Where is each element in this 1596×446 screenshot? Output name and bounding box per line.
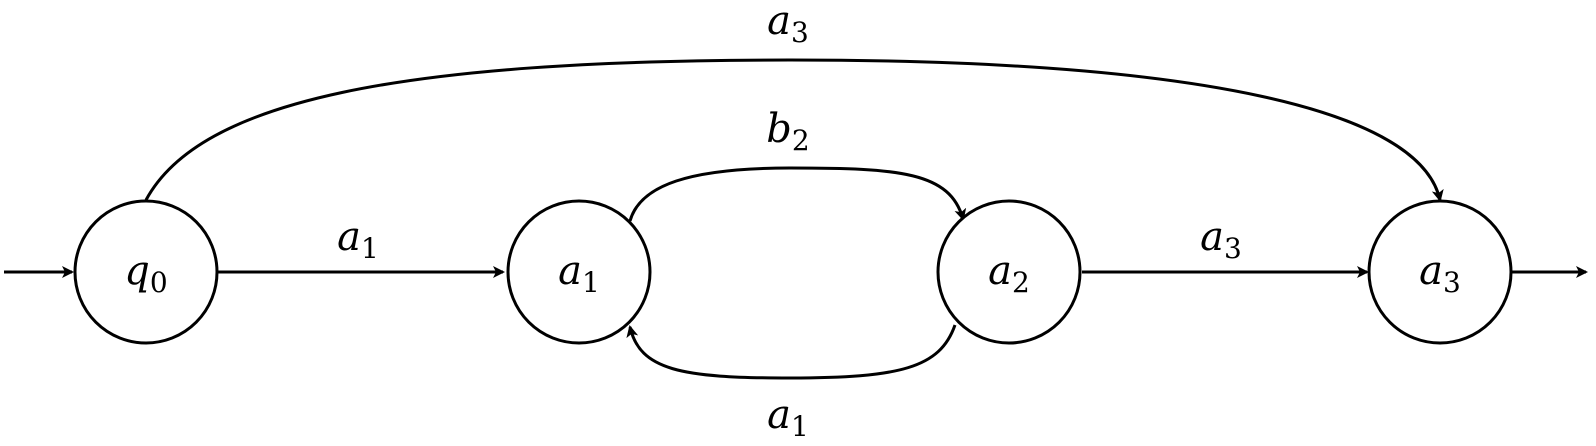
edge-label-a2-a3: a3: [1200, 214, 1242, 265]
edge-a1-to-a2: [628, 166, 967, 222]
state-a2: a2: [936, 199, 1082, 345]
edge-label-a2-a1: a1: [767, 392, 809, 443]
edge-label-q0-a1: a1: [337, 214, 379, 265]
state-q0: q0: [73, 199, 219, 345]
edge-label-a1-a2: b2: [766, 106, 809, 157]
state-a3: a3: [1367, 199, 1513, 345]
edge-label-q0-a3-top: a3: [767, 0, 809, 49]
state-a2-label: a2: [988, 248, 1030, 299]
state-q0-label: q0: [124, 248, 167, 299]
state-a1-label: a1: [558, 248, 600, 299]
state-a3-label: a3: [1419, 248, 1461, 299]
edge-a2-to-a1: [626, 324, 957, 380]
edge-q0-to-a3-top: [144, 58, 1444, 202]
state-a1: a1: [506, 199, 652, 345]
